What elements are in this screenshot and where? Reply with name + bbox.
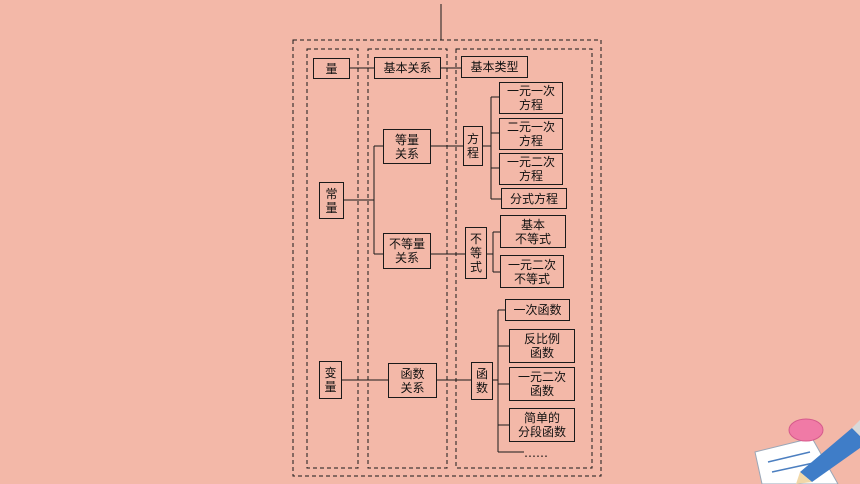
function-type-item: 反比例 函数 xyxy=(509,329,575,363)
basic-relation-node: 基本关系 xyxy=(374,57,441,79)
inequality-node: 不 等 式 xyxy=(465,227,487,279)
function-type-item: 一元二次 函数 xyxy=(509,367,575,401)
function-node: 函 数 xyxy=(471,362,493,400)
function-relation-node: 函数 关系 xyxy=(388,363,437,398)
ellipsis-text: …… xyxy=(524,446,548,460)
constant-node: 常 量 xyxy=(319,182,344,219)
inequality-type-item: 基本 不等式 xyxy=(500,215,566,248)
equation-type-item: 一元一次 方程 xyxy=(499,82,563,114)
equation-node: 方 程 xyxy=(463,126,483,166)
quantity-node: 量 xyxy=(313,58,350,79)
inequality-type-item: 一元二次 不等式 xyxy=(500,255,564,288)
equation-type-item: 二元一次 方程 xyxy=(499,118,563,150)
equation-type-item: 一元二次 方程 xyxy=(499,153,563,185)
function-type-item: 简单的 分段函数 xyxy=(509,408,575,442)
equation-type-item: 分式方程 xyxy=(501,188,567,209)
function-type-item: 一次函数 xyxy=(505,299,570,321)
basic-type-node: 基本类型 xyxy=(461,56,528,78)
equal-relation-node: 等量 关系 xyxy=(383,129,431,164)
variable-node: 变 量 xyxy=(319,361,342,399)
unequal-relation-node: 不等量 关系 xyxy=(383,233,431,269)
